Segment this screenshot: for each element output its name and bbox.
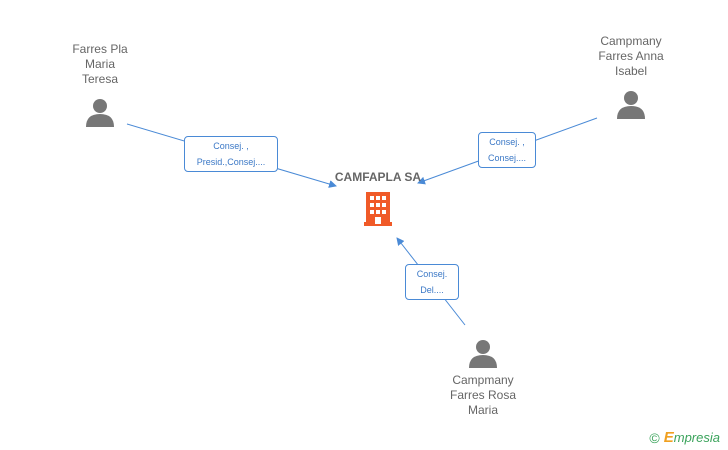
person-node-campmany-anna[interactable]: Campmany Farres Anna Isabel (571, 34, 691, 119)
person-icon (86, 99, 114, 127)
person-icon (469, 340, 497, 368)
relation-label-p1[interactable]: Consej. , Presid.,Consej.... (184, 136, 278, 172)
person-name-line: Campmany (600, 34, 662, 48)
person-node-farres-pla[interactable]: Farres Pla Maria Teresa (40, 42, 160, 127)
building-icon (364, 192, 392, 226)
person-name-line: Maria (84, 57, 115, 71)
relation-label-line: Consej. , (489, 137, 525, 147)
person-node-campmany-rosa[interactable]: Campmany Farres Rosa Maria (423, 338, 543, 418)
person-icon (617, 91, 645, 119)
person-name-line: Isabel (614, 64, 648, 78)
person-name-line: Maria (467, 403, 498, 417)
relation-label-p3[interactable]: Consej. Del.... (405, 264, 459, 300)
copyright-symbol: © (649, 429, 660, 446)
person-name-line: Teresa (81, 72, 119, 86)
company-node[interactable]: CAMFAPLA SA (318, 170, 438, 226)
relation-label-line: Del.... (420, 285, 444, 295)
relation-label-line: Consej.... (487, 153, 527, 163)
relation-label-line: Consej. (416, 269, 448, 279)
relation-label-p2[interactable]: Consej. , Consej.... (478, 132, 536, 168)
person-name: Campmany Farres Anna Isabel (571, 34, 691, 79)
brand-logo-text: mpresia (673, 430, 720, 445)
brand-logo-initial: E (663, 429, 674, 446)
person-name: Campmany Farres Rosa Maria (423, 373, 543, 418)
person-name-line: Farres Rosa (449, 388, 517, 402)
person-name-line: Farres Pla (72, 42, 128, 56)
relation-label-line: Consej. , (213, 141, 249, 151)
person-name: Farres Pla Maria Teresa (40, 42, 160, 87)
person-name-line: Farres Anna (598, 49, 664, 63)
company-name: CAMFAPLA SA (334, 170, 422, 184)
person-name-line: Campmany (452, 373, 514, 387)
relation-label-line: Presid.,Consej.... (196, 157, 266, 167)
